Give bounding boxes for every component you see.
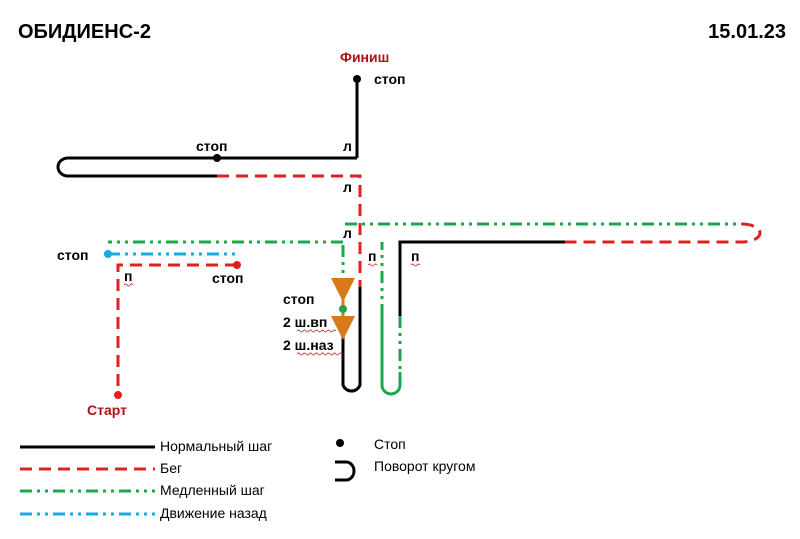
label-stop-mid: стоп [196, 138, 227, 154]
label-steps-forward: 2 ш.вп [283, 314, 327, 330]
label-p-2: п [411, 248, 419, 264]
legend-label-stop: Стоп [374, 436, 406, 452]
legend-label-normal: Нормальный шаг [160, 438, 272, 454]
path-normal-u-turn [341, 287, 362, 393]
date-label: 15.01.23 [708, 21, 786, 43]
label-l-1: л [343, 138, 352, 154]
spell-underline-p2 [410, 263, 421, 267]
dot-back-stop [104, 250, 112, 258]
dot-right-stop [233, 261, 241, 269]
label-stop-exercise: стоп [283, 291, 314, 307]
path-run-start [116, 263, 237, 395]
spell-underline-p1 [367, 263, 378, 267]
legend-stop-dot-icon [336, 439, 344, 447]
label-stop-top: стоп [374, 71, 405, 87]
legend-label-turn: Поворот кругом [374, 458, 475, 474]
legend-label-run: Бег [160, 460, 182, 476]
path-normal-return [398, 240, 565, 316]
label-start: Старт [87, 402, 127, 418]
dot-finish-stop [353, 75, 361, 83]
path-normal-turn-left [56, 156, 80, 178]
label-finish: Финиш [340, 49, 389, 65]
spell-underline-p3 [123, 283, 134, 287]
spell-underline-forward [296, 329, 337, 333]
label-l-2: л [343, 179, 352, 195]
page-title: ОБИДИЕНС-2 [18, 21, 151, 43]
label-p-1: п [368, 248, 376, 264]
path-run-turn-right [565, 222, 762, 244]
legend-label-slow: Медленный шаг [160, 482, 265, 498]
dot-top-stop [213, 154, 221, 162]
legend-turn-icon [335, 460, 356, 482]
label-stop-right: стоп [212, 270, 243, 286]
dot-start [114, 391, 122, 399]
path-run-upper [217, 174, 362, 287]
spell-underline-back [296, 352, 343, 356]
label-stop-left: стоп [57, 247, 88, 263]
label-p-3: п [124, 268, 132, 284]
dot-exercise-stop [339, 305, 347, 313]
legend-label-back: Движение назад [160, 505, 267, 521]
label-l-3: л [343, 225, 352, 241]
path-slow-u-turn [380, 316, 402, 396]
label-steps-back: 2 ш.наз [283, 337, 334, 353]
